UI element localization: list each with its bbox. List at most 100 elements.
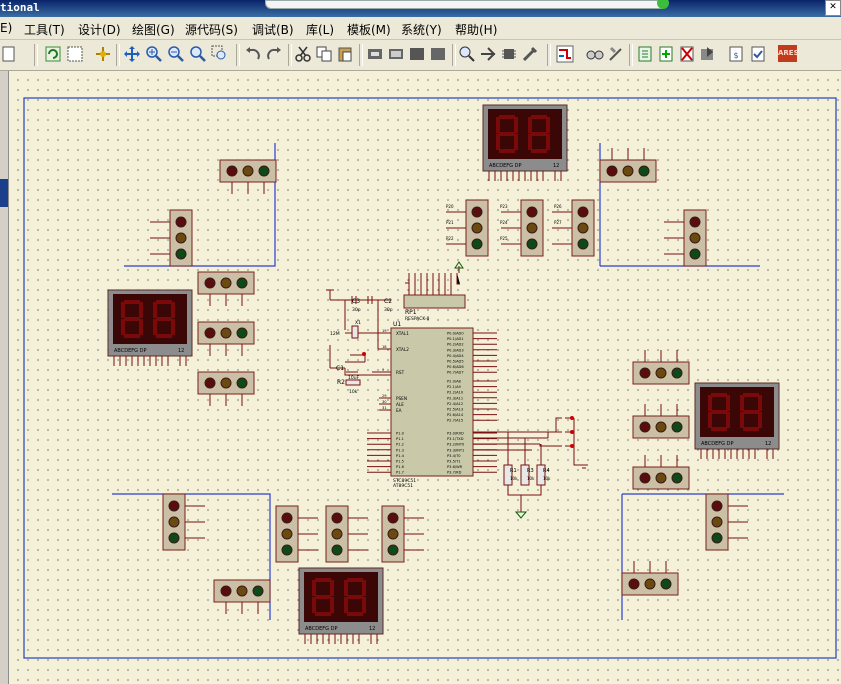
light-block-ne1[interactable]	[599, 148, 657, 183]
mcu-port-label: P3.3/INT1	[447, 448, 464, 452]
block-move-icon[interactable]	[387, 45, 405, 63]
light-block-sw2[interactable]	[213, 579, 271, 614]
menu-library[interactable]: 库(L)	[306, 23, 335, 37]
zoom-in-icon[interactable]	[145, 45, 163, 63]
pick-device-icon[interactable]	[458, 45, 476, 63]
menu-debug[interactable]: 调试(B)	[252, 23, 294, 37]
light-block-se1[interactable]	[705, 493, 748, 551]
new-sheet-icon[interactable]	[636, 45, 654, 63]
mcu-port-label: P0.7/AD7	[447, 371, 464, 375]
led-light	[236, 585, 248, 597]
light-block-nw2[interactable]	[150, 209, 193, 267]
light-block-w1[interactable]	[197, 271, 255, 306]
mcu-port1-label: P1.3	[396, 448, 404, 452]
make-device-icon[interactable]	[479, 45, 497, 63]
wire-autorouter-icon[interactable]	[556, 45, 574, 63]
paste-icon[interactable]	[336, 45, 354, 63]
resistor-pack-rp1[interactable]: RP1 RESPACK-8	[403, 261, 466, 322]
light-block-s2[interactable]	[325, 505, 368, 563]
exit-parent-icon[interactable]	[699, 45, 717, 63]
led-light	[387, 512, 399, 524]
led-light	[281, 528, 293, 540]
menu-design[interactable]: 设计(D)	[78, 23, 121, 37]
page-icon[interactable]	[0, 45, 18, 63]
object-selector-tab[interactable]	[0, 179, 8, 207]
segment	[740, 412, 744, 428]
menu-edit[interactable]: E)	[0, 21, 13, 35]
address-field[interactable]	[265, 0, 669, 9]
block-delete-icon[interactable]	[429, 45, 447, 63]
segment	[347, 595, 363, 599]
mcu-pin-label: RST	[396, 370, 405, 375]
light-block-e1[interactable]	[632, 350, 690, 385]
segment	[546, 134, 550, 150]
menu-source[interactable]: 源代码(S)	[185, 23, 238, 37]
segment	[315, 578, 331, 582]
mcu-pin-number: 19	[382, 329, 387, 333]
light-block-n3[interactable]	[552, 199, 595, 257]
grid-icon[interactable]	[66, 45, 84, 63]
erc-icon[interactable]	[749, 45, 767, 63]
mcu-port1-label: P1.1	[396, 437, 404, 441]
cut-icon[interactable]	[294, 45, 312, 63]
zoom-out-icon[interactable]	[167, 45, 185, 63]
light-block-nw1[interactable]	[219, 159, 277, 194]
refresh-icon[interactable]	[44, 45, 62, 63]
menu-tools[interactable]: 工具(T)	[24, 23, 65, 37]
menu-help[interactable]: 帮助(H)	[455, 23, 498, 37]
decompose-icon[interactable]	[521, 45, 539, 63]
zoom-area-icon[interactable]	[211, 45, 229, 63]
close-icon[interactable]: ✕	[825, 0, 841, 16]
pan-icon[interactable]	[123, 45, 141, 63]
light-block-e3[interactable]	[632, 455, 690, 490]
mcu-u1[interactable]: U1 STC89C51 AT89C51 XTAL119XTAL218RST9PS…	[367, 321, 497, 489]
net-label: P25	[500, 236, 508, 241]
seg-pins: 12	[369, 626, 375, 632]
mcu-pin-number: 31	[382, 406, 387, 410]
menu-template[interactable]: 模板(M)	[347, 23, 391, 37]
redo-icon[interactable]	[265, 45, 283, 63]
undo-icon[interactable]	[244, 45, 262, 63]
light-block-n2[interactable]	[501, 199, 544, 257]
net-label: P24	[500, 220, 508, 225]
light-block-ne2[interactable]	[664, 209, 707, 267]
ares-button[interactable]: ARES	[778, 45, 799, 62]
package-tool-icon[interactable]	[500, 45, 518, 63]
segment	[312, 580, 316, 596]
origin-icon[interactable]	[94, 45, 112, 63]
light-block-w2[interactable]	[197, 321, 255, 356]
block-copy-icon[interactable]	[366, 45, 384, 63]
property-tool-icon[interactable]	[607, 45, 625, 63]
block-rotate-icon[interactable]	[408, 45, 426, 63]
light-block-n1[interactable]	[446, 199, 489, 257]
mcu-port-label: P2.1/A9	[447, 385, 462, 389]
mcu-port1-label: P1.2	[396, 443, 404, 447]
light-block-se2[interactable]	[621, 561, 679, 596]
left-panel-edge[interactable]	[0, 71, 9, 684]
light-block-s1[interactable]	[275, 505, 318, 563]
add-sheet-icon[interactable]	[657, 45, 675, 63]
zoom-all-icon[interactable]	[189, 45, 207, 63]
light-block-s3[interactable]	[381, 505, 424, 563]
light-block-sw1[interactable]	[162, 493, 205, 551]
menu-draw[interactable]: 绘图(G)	[132, 23, 175, 37]
toolbar: $ ARES	[0, 40, 841, 71]
svg-text:$: $	[733, 51, 738, 60]
search-tag-icon[interactable]	[586, 45, 604, 63]
light-block-e2[interactable]	[632, 404, 690, 439]
copy-icon[interactable]	[315, 45, 333, 63]
mcu-port-label: P3.1/TXD	[447, 437, 464, 441]
light-block-w3[interactable]	[197, 371, 255, 406]
mcu-port-label: P3.2/INT0	[447, 443, 465, 447]
bom-icon[interactable]: $	[727, 45, 745, 63]
led-light	[526, 222, 538, 234]
menu-system[interactable]: 系统(Y)	[401, 23, 442, 37]
remove-sheet-icon[interactable]	[678, 45, 696, 63]
mcu-ref: U1	[393, 321, 401, 328]
led-light	[577, 206, 589, 218]
